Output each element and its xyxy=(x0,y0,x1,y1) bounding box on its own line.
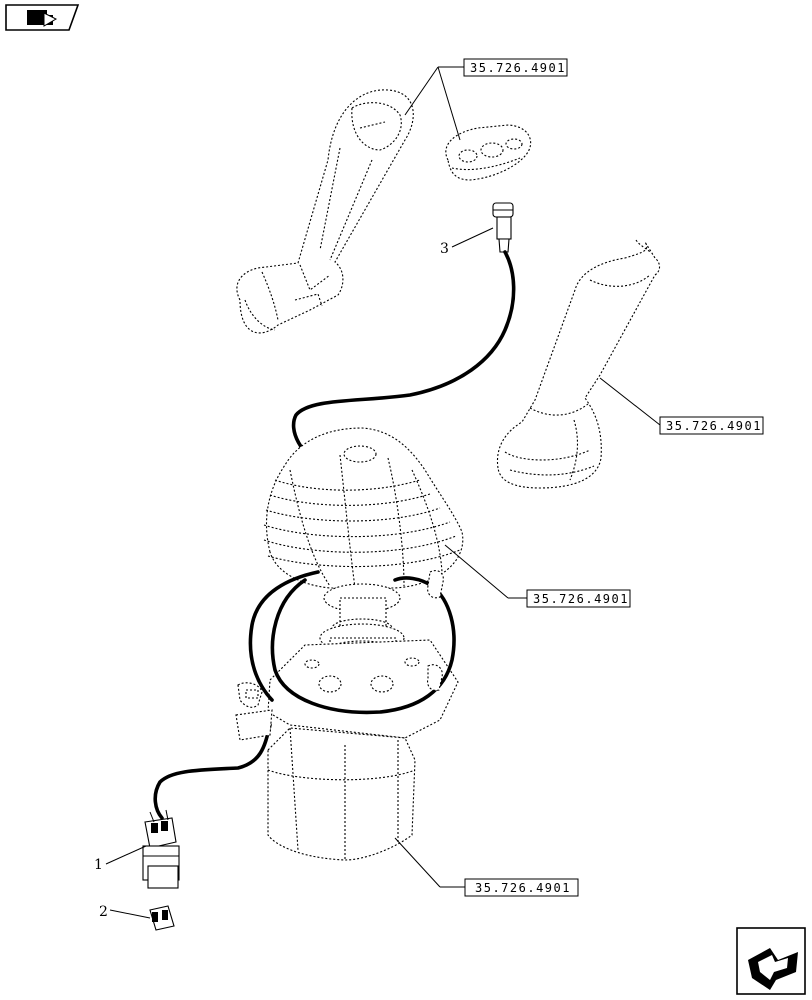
svg-text:35.726.4901: 35.726.4901 xyxy=(533,592,629,606)
leader-item-3 xyxy=(451,227,494,248)
reference-box-base[interactable]: 35.726.4901 xyxy=(464,878,579,897)
next-page-arrow-icon[interactable] xyxy=(736,927,806,995)
relay-item-1[interactable] xyxy=(142,809,180,889)
reference-box-cover[interactable]: 35.726.4901 xyxy=(526,589,631,608)
connector-item-3[interactable] xyxy=(492,202,514,253)
reference-box-boot[interactable]: 35.726.4901 xyxy=(659,416,764,435)
leader-item-1 xyxy=(105,845,147,865)
leader-item-2 xyxy=(109,909,151,919)
book-arrow-icon[interactable] xyxy=(5,4,80,31)
joystick-boot-ghost xyxy=(263,427,464,589)
svg-text:35.726.4901: 35.726.4901 xyxy=(470,61,566,75)
reference-leaders xyxy=(394,66,661,888)
svg-text:35.726.4901: 35.726.4901 xyxy=(666,419,762,433)
right-boot-ghost xyxy=(496,239,661,489)
callout-item-2: 2 xyxy=(99,904,108,920)
reference-box-left-lever[interactable]: 35.726.4901 xyxy=(463,58,568,77)
wire-clips xyxy=(235,570,444,741)
left-lever-ghost xyxy=(236,89,414,334)
top-cover-ghost xyxy=(445,124,532,181)
fuse-item-2[interactable] xyxy=(149,905,175,931)
joystick-base-plate-ghost xyxy=(267,639,459,746)
callout-item-1: 1 xyxy=(94,857,103,873)
wire-upper xyxy=(291,250,516,472)
svg-text:35.726.4901: 35.726.4901 xyxy=(475,881,571,895)
joystick-lower-body-ghost xyxy=(267,727,416,861)
callout-item-3: 3 xyxy=(440,241,449,257)
